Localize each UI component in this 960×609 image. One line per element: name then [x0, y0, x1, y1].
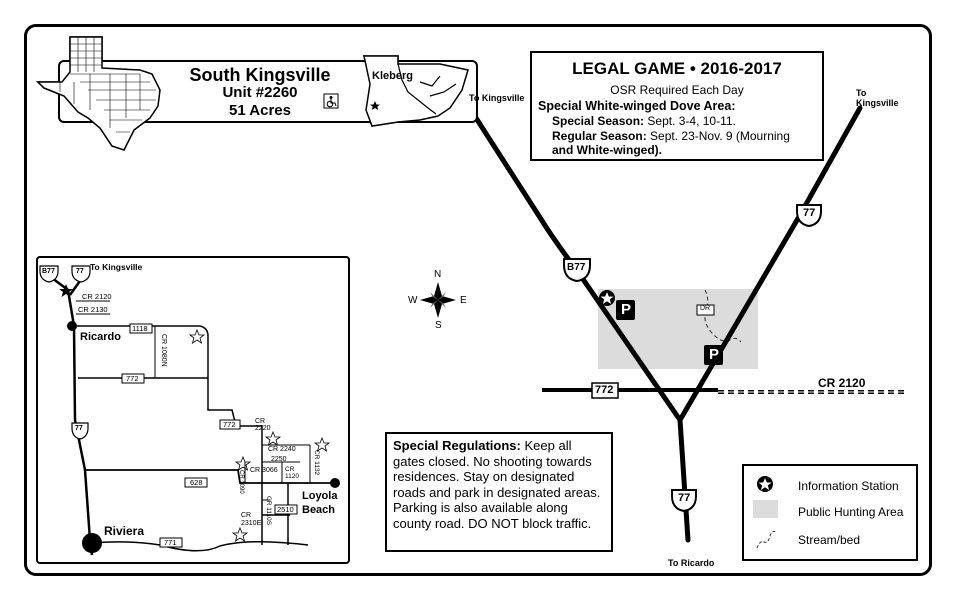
inset-628: 628	[190, 478, 203, 487]
compass-s: S	[435, 320, 442, 331]
inset-cr2120: CR 2120	[82, 292, 112, 301]
inset-cr1090: CR 1090	[238, 470, 244, 494]
inset-772a: 772	[126, 374, 139, 383]
area-name: South Kingsville	[189, 65, 331, 85]
county-label: Kleberg	[372, 70, 413, 82]
unit-number: Unit #2260	[222, 84, 298, 101]
regulations-text: Keep all gates closed. No shooting towar…	[393, 438, 601, 531]
route-772-sign	[591, 382, 619, 399]
to-kingsville-left-label: To Kingsville	[469, 93, 525, 103]
shield-77-south-label: 77	[678, 492, 691, 504]
acreage: 51 Acres	[229, 102, 291, 119]
legal-game-box: LEGAL GAME • 2016-2017 OSR Required Each…	[530, 51, 824, 161]
inset-beach: Beach	[302, 504, 336, 516]
inset-cr1110s: CR 1110S	[265, 496, 272, 526]
to-ricardo-label: To Ricardo	[668, 558, 715, 568]
inset-771: 771	[164, 538, 177, 547]
stream-bed	[704, 289, 742, 343]
inset-2510: 2510	[277, 505, 294, 514]
cr2120-label: CR 2120	[818, 376, 866, 390]
map-frame	[24, 24, 932, 576]
compass-w: W	[408, 295, 418, 306]
road-us77-south	[677, 417, 691, 543]
inset-riviera: Riviera	[104, 524, 145, 538]
legend-info-station: Information Station	[798, 479, 899, 493]
inset-cr1080n: CR 1080N	[160, 334, 167, 367]
inset-to-kingsville: To Kingsville	[90, 262, 143, 272]
parking-label: P	[621, 301, 632, 318]
inset-cr2130: CR 2130	[78, 305, 108, 314]
legend-stream: Stream/bed	[798, 533, 861, 547]
inset-loyola: Loyola	[302, 490, 338, 502]
compass-n: N	[434, 269, 442, 280]
inset-b77-shield: B77	[42, 268, 55, 275]
inset-cr3066: CR 3066	[250, 467, 278, 474]
special-regulations-box: Special Regulations: Keep all gates clos…	[385, 432, 613, 552]
compass-e: E	[460, 295, 467, 306]
stream-tag	[696, 304, 715, 316]
inset-cr1132: CR 1132	[313, 450, 320, 476]
shield-77-north-label: 77	[803, 207, 816, 219]
special-season: Special Season: Sept. 3-4, 10-11.	[552, 114, 736, 128]
to-kingsville-right-label: To Kingsville	[856, 88, 899, 108]
inset-cr2220: CR 2220	[255, 418, 271, 432]
shield-b77	[563, 258, 591, 283]
inset-2250: 2250	[271, 456, 287, 463]
info-station-star-icon	[599, 290, 615, 306]
title-block: South Kingsville Unit #2260 51 Acres	[150, 66, 370, 120]
inset-cr2310e: CR 2310E	[241, 512, 262, 527]
shield-b77-label: B77	[567, 262, 586, 273]
inset-cr2240: CR 2240	[268, 446, 296, 453]
route-772-label: 772	[595, 384, 614, 396]
osr-note: OSR Required Each Day	[610, 83, 744, 97]
parking-label: P	[709, 346, 720, 363]
inset-ricardo: Ricardo	[80, 331, 121, 343]
inset-77-shield-mid: 77	[75, 425, 83, 432]
compass-rose-icon	[420, 282, 456, 318]
dove-area-heading: Special White-winged Dove Area:	[538, 99, 736, 113]
regular-season: Regular Season: Sept. 23-Nov. 9 (Mournin…	[552, 129, 790, 143]
inset-1118: 1118	[132, 324, 148, 333]
shield-77-north	[796, 204, 822, 228]
stream-tag-label: DR	[700, 305, 711, 312]
parking-icon	[704, 345, 723, 365]
inset-cr1120: CR 1120	[285, 466, 299, 480]
legend-hunting-area: Public Hunting Area	[798, 505, 904, 519]
legal-game-heading: LEGAL GAME • 2016-2017	[572, 59, 782, 78]
regulations-heading: Special Regulations:	[393, 438, 521, 453]
parking-icon	[616, 300, 635, 320]
shield-77-south	[671, 489, 697, 513]
regular-season-cont: and White-winged).	[552, 143, 662, 157]
inset-77-shield-top: 77	[76, 268, 84, 275]
inset-772b: 772	[223, 420, 236, 429]
